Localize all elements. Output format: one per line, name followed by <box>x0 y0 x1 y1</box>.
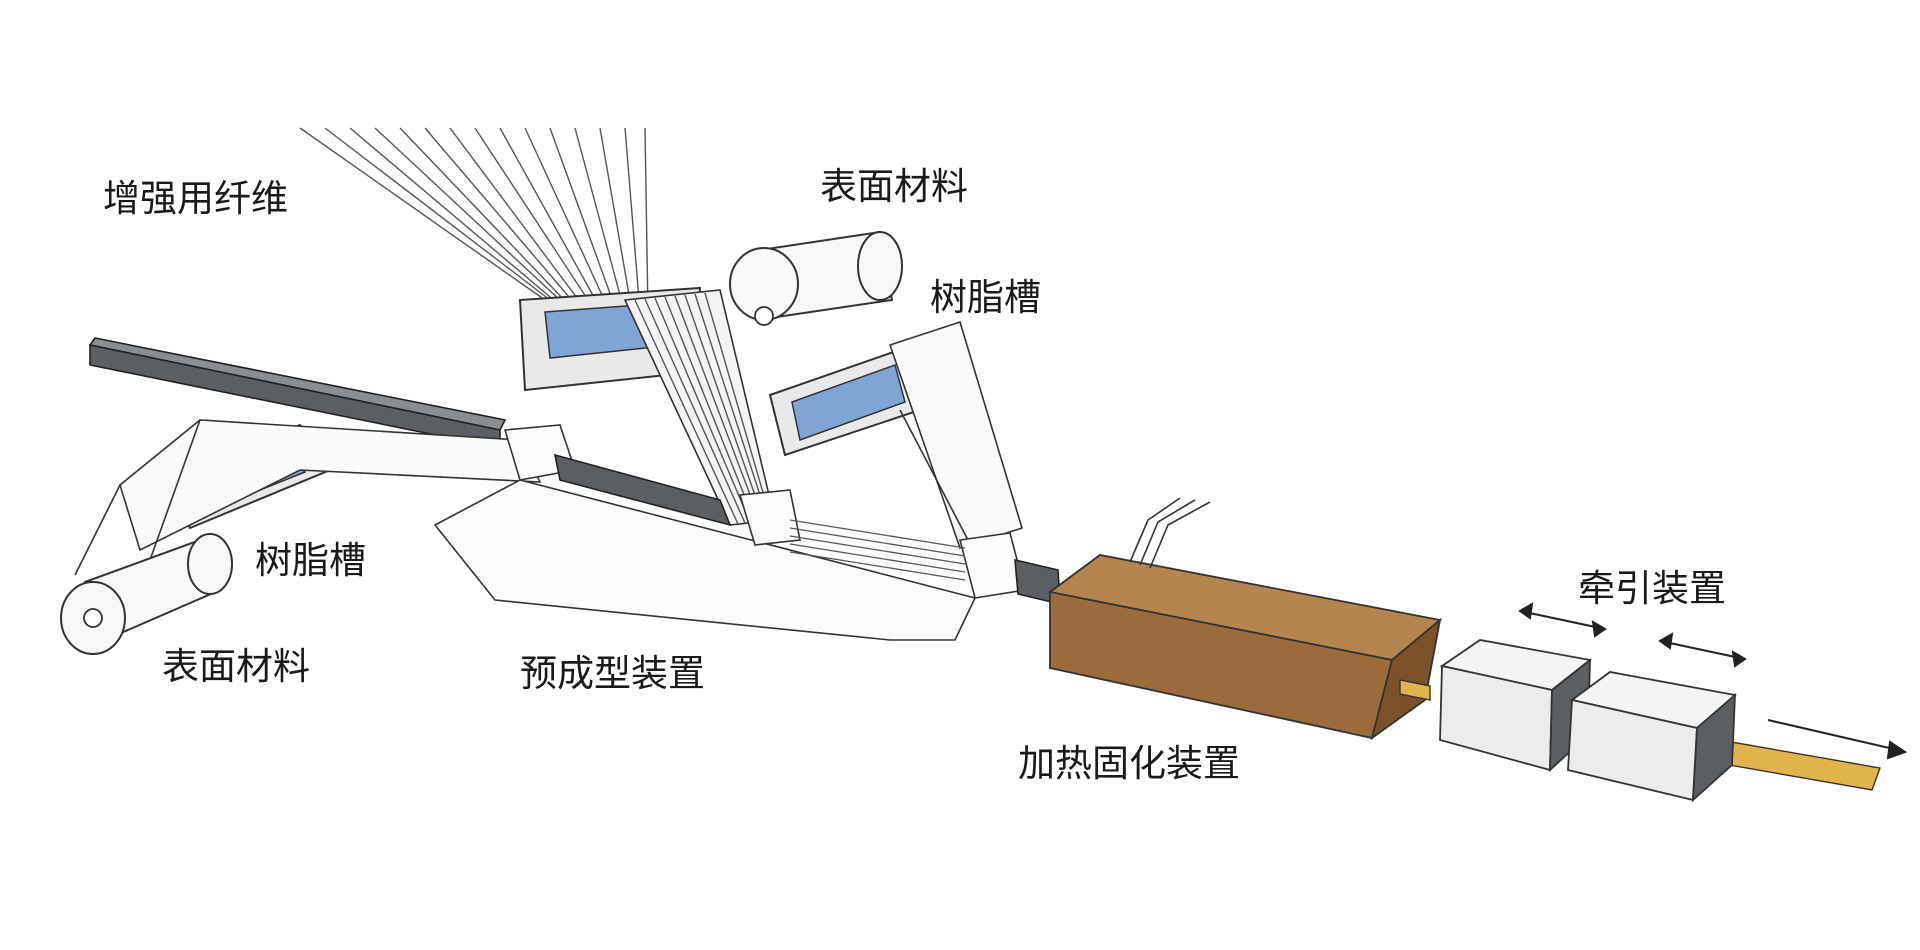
puller-arrows <box>1518 602 1747 668</box>
surface-roller-left <box>60 533 233 655</box>
label-resin-bath-left: 树脂槽 <box>255 539 366 582</box>
output-arrow <box>1767 719 1908 760</box>
reinforcing-fibers <box>299 127 649 315</box>
label-resin-bath-right: 树脂槽 <box>930 276 1041 319</box>
label-surface-material-bottom: 表面材料 <box>162 645 310 688</box>
puller-block-1 <box>1439 639 1593 773</box>
resin-bath-right <box>768 346 922 457</box>
puller-block-2 <box>1567 671 1738 803</box>
surface-roller-top <box>729 230 903 326</box>
feed-rail-left <box>88 337 507 449</box>
label-heating-curing-device: 加热固化装置 <box>1018 742 1240 785</box>
heating-curing-die <box>1047 497 1443 741</box>
label-surface-material-top: 表面材料 <box>820 165 968 208</box>
label-preform-device: 预成型装置 <box>520 652 705 695</box>
label-reinforcing-fiber: 增强用纤维 <box>103 177 288 220</box>
label-puller-device: 牵引装置 <box>1578 567 1726 610</box>
surface-web-right <box>888 320 1023 550</box>
surface-web-left <box>74 419 542 576</box>
fiber-lines-lower <box>789 519 966 581</box>
